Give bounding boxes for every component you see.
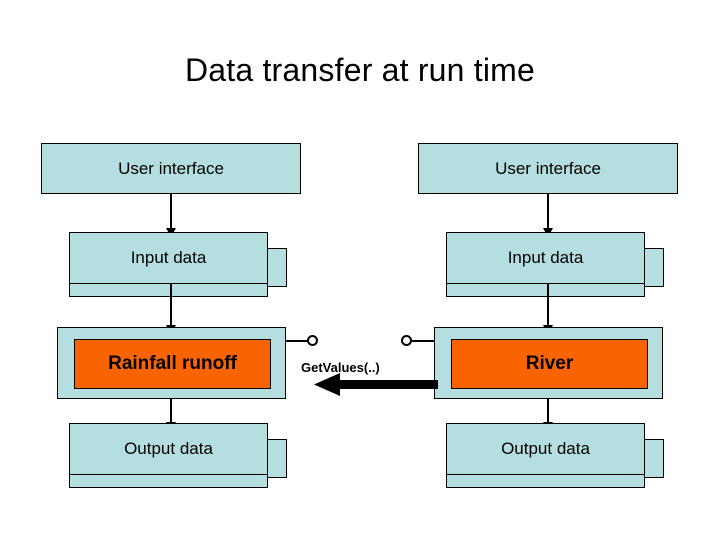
right-arrow-component-to-output <box>547 399 549 426</box>
page-title: Data transfer at run time <box>184 52 536 88</box>
left-arrow-ui-to-input <box>170 194 172 230</box>
left-arrow-component-to-output <box>170 399 172 426</box>
interface-call-label: GetValues(..) <box>301 360 380 375</box>
left-output-data-label: Output data <box>124 439 213 458</box>
left-component-box[interactable]: Rainfall runoff <box>74 339 271 389</box>
left-output-data-box[interactable]: Output data <box>69 423 268 475</box>
left-component-wrapper[interactable]: Rainfall runoff <box>57 327 286 399</box>
right-arrow-input-to-component <box>547 284 549 328</box>
right-component-wrapper[interactable]: River <box>434 327 663 399</box>
data-flow-arrow <box>314 373 438 396</box>
right-user-interface-box[interactable]: User interface <box>418 143 678 194</box>
right-component-label: River <box>525 353 574 374</box>
left-component-label: Rainfall runoff <box>108 353 237 374</box>
right-arrow-ui-to-input <box>547 194 549 230</box>
left-port-stem <box>286 340 308 342</box>
left-arrow-input-to-component <box>170 284 172 328</box>
left-input-data-box[interactable]: Input data <box>69 232 268 284</box>
required-interface-port-icon[interactable] <box>401 335 412 346</box>
provided-interface-port-icon[interactable] <box>307 335 318 346</box>
right-input-data-box[interactable]: Input data <box>446 232 645 284</box>
right-output-data-label: Output data <box>501 439 590 458</box>
right-input-data-label: Input data <box>507 248 584 267</box>
right-output-data-box[interactable]: Output data <box>446 423 645 475</box>
right-component-box[interactable]: River <box>451 339 648 389</box>
right-port-stem <box>412 340 434 342</box>
left-user-interface-label: User interface <box>118 158 224 178</box>
left-input-data-label: Input data <box>130 248 207 267</box>
left-user-interface-box[interactable]: User interface <box>41 143 301 194</box>
right-user-interface-label: User interface <box>495 158 601 178</box>
